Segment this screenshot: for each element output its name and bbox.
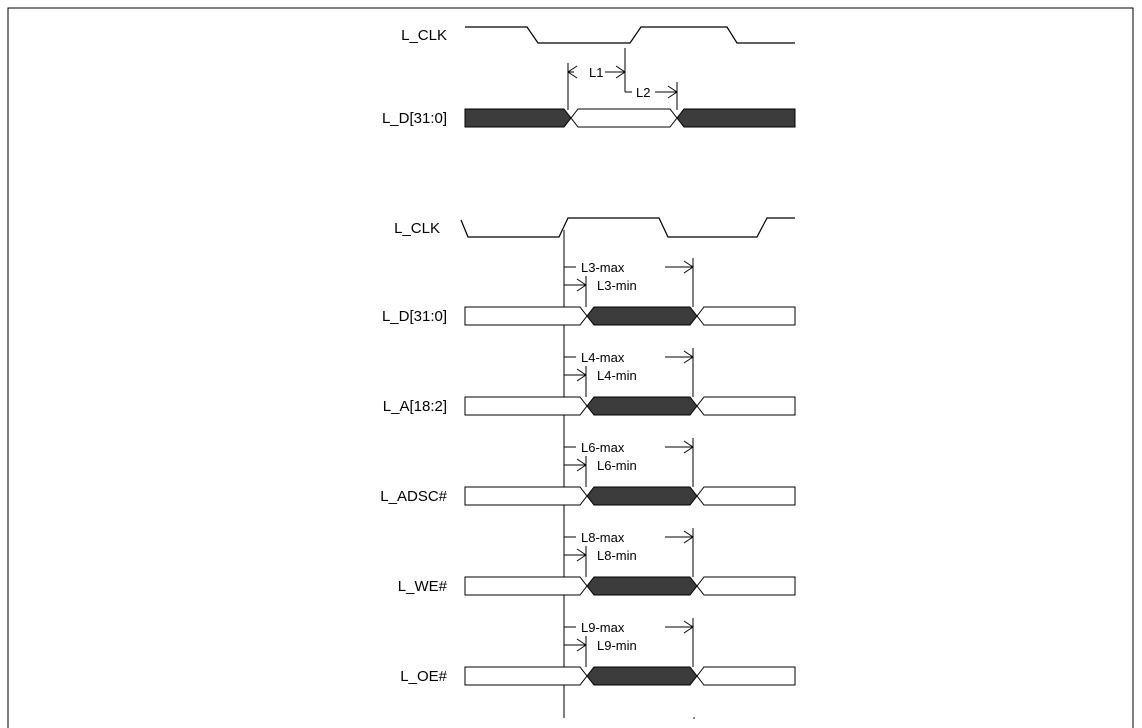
max-timing-label: L4-max [581, 350, 625, 365]
min-timing-label: L9-min [597, 638, 637, 653]
bus-segment-after [696, 666, 796, 686]
bus-segment-valid [586, 666, 698, 686]
bus-segment-valid [586, 576, 698, 596]
max-timing-label: L9-max [581, 620, 625, 635]
bus-segment-valid [586, 306, 698, 326]
bus-segment-before [464, 576, 588, 596]
bus-segment-before [464, 396, 588, 416]
bus-segment-after [696, 486, 796, 506]
bus-segment-valid [586, 486, 698, 506]
bus-segment-before [464, 486, 588, 506]
signal-label: L_OE# [400, 668, 447, 685]
top-data-label: L_D[31:0] [382, 110, 447, 127]
min-arrow-head [576, 278, 587, 292]
signal-label: L_D[31:0] [382, 308, 447, 325]
min-timing-label: L4-min [597, 368, 637, 383]
min-timing-label: L3-min [597, 278, 637, 293]
stray-dot [693, 717, 695, 719]
max-arrow-head [683, 530, 694, 544]
max-timing-label: L3-max [581, 260, 625, 275]
diagram-frame [7, 7, 1134, 728]
signal-label: L_A[18:2] [383, 398, 447, 415]
max-arrow-head [683, 620, 694, 634]
top-clk-label: L_CLK [401, 27, 447, 44]
max-arrow-head [683, 440, 694, 454]
bottom-clk-label: L_CLK [394, 220, 440, 237]
l1-label: L1 [589, 65, 603, 80]
bus-segment-before [464, 306, 588, 326]
min-arrow-head [576, 458, 587, 472]
bus-segment-after [696, 306, 796, 326]
bus-segment-valid [586, 396, 698, 416]
top-data-bus [464, 108, 796, 128]
max-arrow-head [683, 350, 694, 364]
signal-label: L_ADSC# [380, 488, 447, 505]
bottom-clk-waveform [460, 217, 795, 238]
min-timing-label: L8-min [597, 548, 637, 563]
max-timing-label: L8-max [581, 530, 625, 545]
bus-segment-after [696, 396, 796, 416]
top-clk-waveform [465, 26, 795, 44]
bus-segment-before [464, 666, 588, 686]
min-timing-label: L6-min [597, 458, 637, 473]
bus-segment-after [696, 576, 796, 596]
l1-l2-markers [567, 48, 678, 110]
max-arrow-head [683, 260, 694, 274]
min-arrow-head [576, 638, 587, 652]
signal-label: L_WE# [398, 578, 448, 595]
l2-label: L2 [636, 85, 650, 100]
min-arrow-head [576, 368, 587, 382]
min-arrow-head [576, 548, 587, 562]
max-timing-label: L6-max [581, 440, 625, 455]
